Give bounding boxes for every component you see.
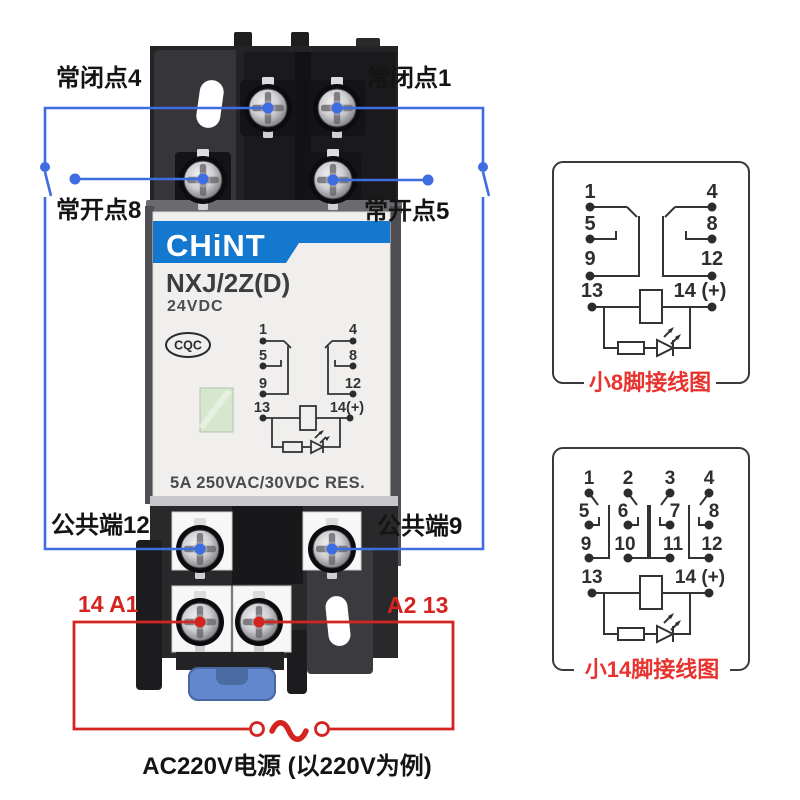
blue-contact-wiring bbox=[43, 106, 491, 551]
box14-pin-8: 8 bbox=[709, 501, 720, 522]
box8-pin-numbers: 1 5 9 13 4 8 12 14 (+) bbox=[581, 181, 727, 302]
terminal-callouts: 常闭点4 常闭点1 常开点8 常开点5 公共端12 公共端9 bbox=[51, 65, 462, 540]
red-wire-dots bbox=[194, 616, 265, 628]
brand-logo-text: CHiNT bbox=[166, 228, 266, 263]
box14-pin-6: 6 bbox=[618, 501, 629, 522]
wire-a2 bbox=[259, 620, 455, 731]
label-pin-8: 8 bbox=[349, 348, 357, 364]
bottom-fin bbox=[136, 540, 162, 690]
bracket-slot-hole bbox=[196, 80, 224, 128]
box14-pin-2: 2 bbox=[623, 468, 634, 489]
cqc-logo-oval bbox=[165, 332, 211, 358]
case-rim-left bbox=[145, 206, 154, 504]
box14-pin-7: 7 bbox=[670, 501, 681, 522]
clip-notch bbox=[216, 668, 248, 685]
ac-source-terminal bbox=[314, 721, 330, 737]
label-pin-schematic-dots bbox=[259, 337, 357, 441]
box14-caption: 小14脚接线图 bbox=[585, 657, 719, 682]
box8-pin-1: 1 bbox=[584, 181, 595, 203]
wire-com12 bbox=[43, 197, 195, 551]
brand-banner bbox=[153, 221, 390, 263]
bottom-block-gap bbox=[232, 506, 303, 584]
box8-pin-8: 8 bbox=[706, 213, 717, 235]
box14-dots bbox=[584, 488, 714, 626]
blue-wire-dots bbox=[40, 102, 488, 555]
label-pin-12: 12 bbox=[345, 376, 361, 392]
ac-tilde-symbol bbox=[269, 720, 309, 742]
bottom-fin bbox=[287, 630, 307, 694]
diagram-box-8pin: 1 5 9 13 4 8 12 14 (+) 小8脚接线图 bbox=[552, 161, 750, 396]
model-text: NXJ/2Z(D) bbox=[166, 268, 290, 298]
case-rim-bottom bbox=[150, 496, 398, 508]
wire-nc4 bbox=[43, 106, 268, 163]
voltage-text: 24VDC bbox=[167, 298, 224, 315]
label-pin-numbers: 1 5 9 13 4 8 12 14(+) bbox=[254, 322, 364, 416]
callout-a2-13: A2 13 bbox=[387, 592, 448, 618]
label-pin-4: 4 bbox=[349, 322, 357, 338]
callout-nc1: 常闭点1 bbox=[366, 65, 451, 92]
label-pin-5: 5 bbox=[259, 348, 267, 364]
power-source-label: AC220V电源 (以220V为例) bbox=[142, 753, 431, 780]
ac-source-terminal bbox=[249, 721, 265, 737]
callout-no5: 常开点5 bbox=[364, 198, 449, 225]
box14-pin-numbers: 1 2 3 4 5 6 7 8 9 10 11 12 13 14 (+) bbox=[579, 468, 725, 588]
wire-com9 bbox=[337, 197, 485, 551]
box14-pin-10: 10 bbox=[614, 534, 635, 555]
box8-pin-5: 5 bbox=[584, 213, 595, 235]
label-pin-13: 13 bbox=[254, 400, 270, 416]
rating-text: 5A 250VAC/30VDC RES. bbox=[170, 474, 365, 492]
box14-pin-5: 5 bbox=[579, 501, 590, 522]
box14-pin-14: 14 (+) bbox=[675, 567, 725, 588]
red-coil-wiring bbox=[72, 620, 455, 742]
diagram-box-14pin: 1 2 3 4 5 6 7 8 9 10 11 12 13 14 (+) 小14… bbox=[552, 447, 750, 683]
callout-nc4: 常闭点4 bbox=[56, 65, 142, 92]
relay-front-label: CHiNT NXJ/2Z(D) 24VDC CQC bbox=[152, 211, 391, 503]
clip-recess bbox=[176, 652, 284, 670]
box8-pin-9: 9 bbox=[584, 248, 595, 270]
label-pin-9: 9 bbox=[259, 376, 267, 392]
coil-callouts: 14 A1 A2 13 bbox=[78, 591, 448, 618]
case-rim-right bbox=[390, 206, 401, 566]
box14-pin-12: 12 bbox=[701, 534, 722, 555]
window-sheen bbox=[198, 389, 232, 430]
box14-pin-3: 3 bbox=[665, 468, 676, 489]
box8-pin-13: 13 bbox=[581, 280, 603, 302]
switch-blade-left bbox=[43, 171, 53, 197]
box14-lines bbox=[588, 492, 710, 644]
switch-blade-right bbox=[481, 171, 491, 197]
box14-pin-9: 9 bbox=[581, 534, 592, 555]
wire-a1 bbox=[72, 620, 249, 731]
box8-dots bbox=[585, 202, 717, 340]
box8-caption-mask bbox=[584, 371, 716, 396]
cqc-logo-text: CQC bbox=[174, 339, 202, 353]
box14-pin-4: 4 bbox=[704, 468, 715, 489]
wire-nc1 bbox=[337, 106, 485, 163]
box14-caption-mask bbox=[574, 658, 730, 683]
callout-no8: 常开点8 bbox=[56, 197, 141, 224]
callout-14-a1: 14 A1 bbox=[78, 591, 139, 617]
box8-border bbox=[552, 161, 750, 384]
box14-pin-1: 1 bbox=[584, 468, 595, 489]
box8-caption: 小8脚接线图 bbox=[589, 370, 711, 395]
box8-pin-12: 12 bbox=[701, 248, 723, 270]
callout-com9: 公共端9 bbox=[377, 513, 462, 540]
label-pin-14: 14(+) bbox=[330, 400, 364, 416]
box8-pin-14: 14 (+) bbox=[674, 280, 727, 302]
label-pin-1: 1 bbox=[259, 322, 267, 338]
box8-pin-4: 4 bbox=[706, 181, 718, 203]
callout-com12: 公共端12 bbox=[51, 512, 150, 539]
box14-pin-13: 13 bbox=[581, 567, 602, 588]
box14-pin-11: 11 bbox=[663, 534, 684, 555]
relay-bottom-terminal-block bbox=[136, 496, 398, 701]
